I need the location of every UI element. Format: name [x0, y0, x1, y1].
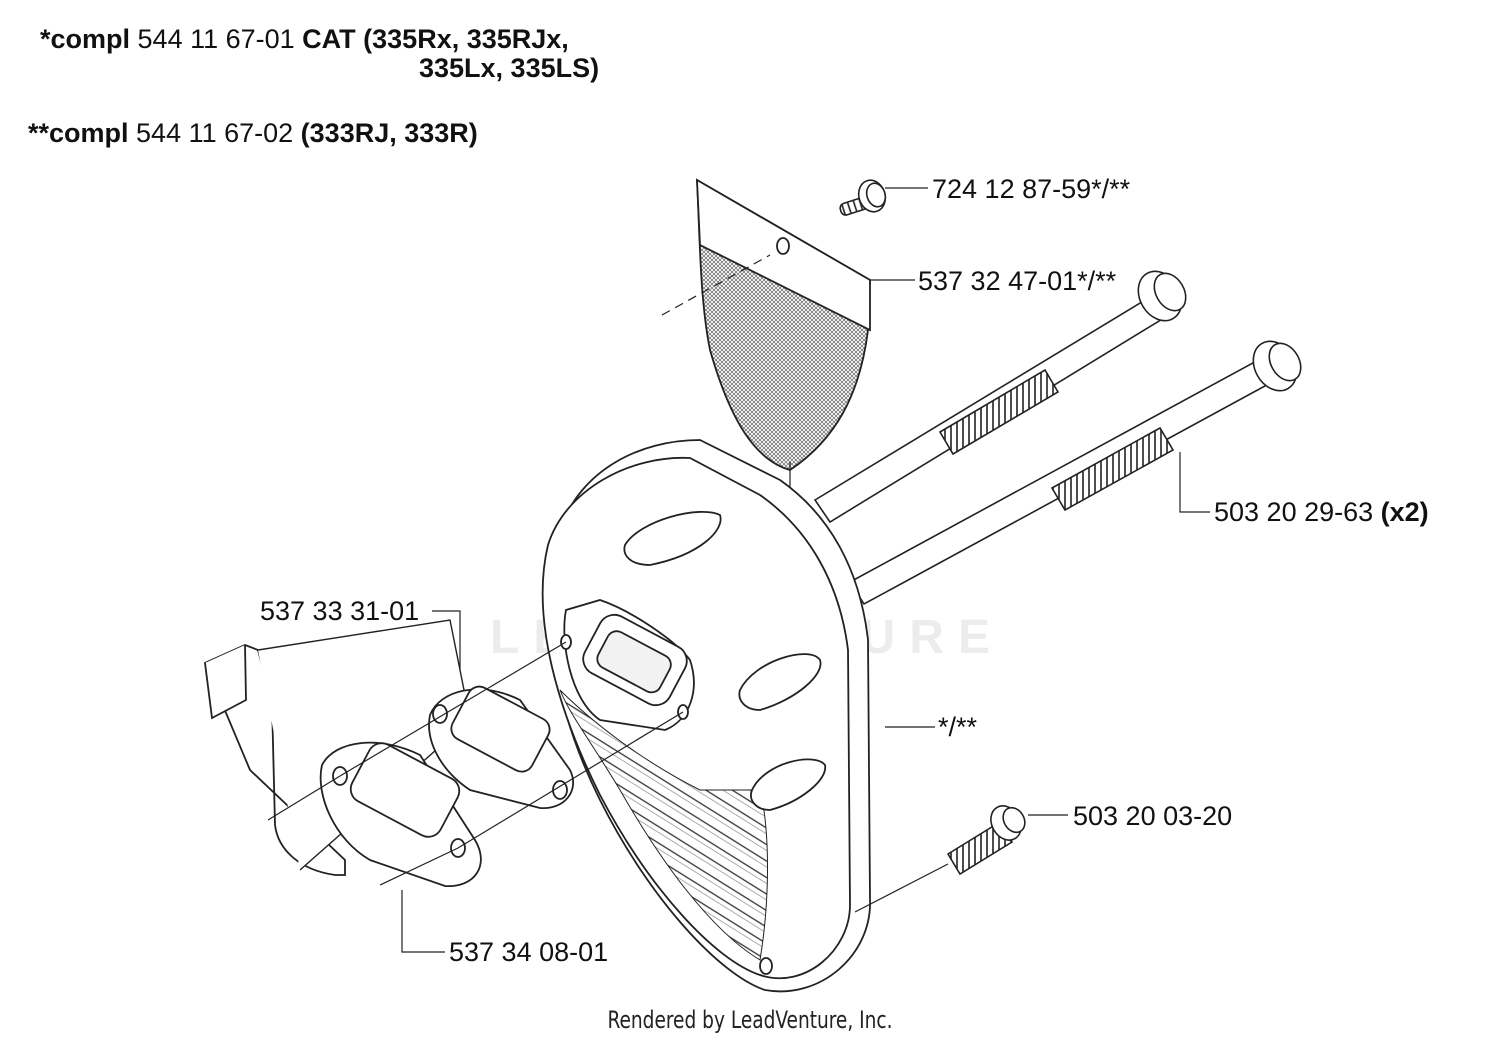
callout-bolt-long-number: 503 20 29-63 [1214, 497, 1374, 527]
screw-small-top [839, 179, 887, 216]
kit-line-2: **compl 544 11 67-02 (333RJ, 333R) [28, 118, 478, 148]
callout-bolt-long: 503 20 29-63 (x2) [1214, 497, 1429, 527]
callout-muffler: */** [938, 712, 978, 742]
kit-line-1-continued: 335Lx, 335LS) [419, 53, 600, 83]
callout-gasket-bottom: 537 34 08-01 [449, 937, 609, 967]
kit-line-1: *compl 544 11 67-01 CAT (335Rx, 335RJx, [40, 24, 569, 54]
kit-part-number: 544 11 67-01 [130, 24, 303, 54]
callout-screen: 537 32 47-01*/** [918, 266, 1117, 296]
callout-screw-top: 724 12 87-59*/** [932, 174, 1131, 204]
bolt-long-lower [848, 340, 1302, 606]
gasket-lower [319, 741, 482, 887]
leader-lines [401, 187, 1210, 953]
callout-bolt-long-qty: (x2) [1380, 497, 1429, 527]
kit-part-number-2: 544 11 67-02 [128, 118, 301, 148]
gasket-upper [428, 685, 575, 809]
callout-gasket-top: 537 33 31-01 [260, 596, 420, 626]
kit-prefix: *compl [40, 24, 131, 54]
callout-bolt-short: 503 20 03-20 [1073, 801, 1233, 831]
bolt-short [854, 805, 1026, 913]
footer-credit: Rendered by LeadVenture, Inc. [607, 1006, 893, 1034]
bolt-long-upper [813, 270, 1187, 524]
spark-arrestor-screen [661, 178, 871, 505]
kit-models: CAT (335Rx, 335RJx, [302, 24, 569, 54]
kit-models-2: (333RJ, 333R) [300, 118, 478, 148]
kit-prefix-2: **compl [28, 118, 129, 148]
centerlines [267, 641, 684, 886]
muffler-body [541, 439, 871, 993]
